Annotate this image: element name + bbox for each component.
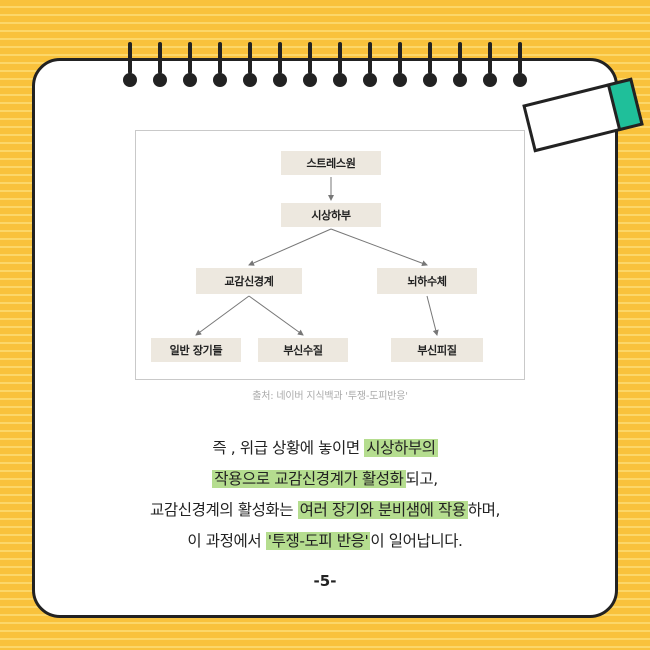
edge-hypothalamus-to-sympathetic bbox=[248, 228, 332, 266]
highlight-segment: 시상하부의 bbox=[364, 439, 438, 457]
highlight-segment: 작용으로 교감신경계가 활성화 bbox=[212, 470, 406, 488]
node-sympathetic: 교감신경계 bbox=[196, 268, 302, 294]
node-adrenal-medulla: 부신수질 bbox=[258, 338, 348, 362]
body-line-1: 즉 , 위급 상황에 놓이면 시상하부의 bbox=[60, 433, 590, 464]
node-pituitary: 뇌하수체 bbox=[377, 268, 477, 294]
page-number: -5- bbox=[313, 572, 337, 590]
edge-sympathetic-to-organs bbox=[195, 295, 250, 336]
text-segment: 이 과정에서 bbox=[187, 532, 266, 550]
edge-sympathetic-to-adrenal_medulla bbox=[248, 295, 304, 336]
stress-response-diagram: 스트레스원 시상하부 교감신경계 뇌하수체 일반 장기들 부신수질 부신피질 N… bbox=[135, 130, 525, 380]
node-adrenal-cortex: 부신피질 bbox=[391, 338, 483, 362]
source-caption: 출처: 네이버 지식백과 '투쟁-도피반응' bbox=[252, 391, 408, 402]
node-hypothalamus: 시상하부 bbox=[281, 203, 381, 227]
highlight-segment: 여러 장기와 분비샘에 작용 bbox=[297, 501, 468, 519]
text-segment: 되고, bbox=[405, 470, 439, 488]
node-stressor: 스트레스원 bbox=[281, 151, 381, 175]
text-segment: 즉 , 위급 상황에 놓이면 bbox=[212, 439, 365, 457]
highlight-segment: '투쟁-도피 반응' bbox=[265, 532, 371, 550]
text-segment: 교감신경계의 활성화는 bbox=[150, 501, 298, 519]
edge-pituitary-to-adrenal_cortex bbox=[426, 295, 439, 336]
edge-hypothalamus-to-pituitary bbox=[330, 228, 428, 267]
diagram-edges bbox=[195, 177, 439, 336]
node-organs: 일반 장기들 bbox=[151, 338, 241, 362]
text-segment: 이 일어납니다. bbox=[370, 532, 463, 550]
body-line-4: 이 과정에서 '투쟁-도피 반응'이 일어납니다. bbox=[60, 526, 590, 557]
naver-watermark: NAVER bbox=[483, 363, 516, 372]
text-segment: 하며, bbox=[467, 501, 501, 519]
